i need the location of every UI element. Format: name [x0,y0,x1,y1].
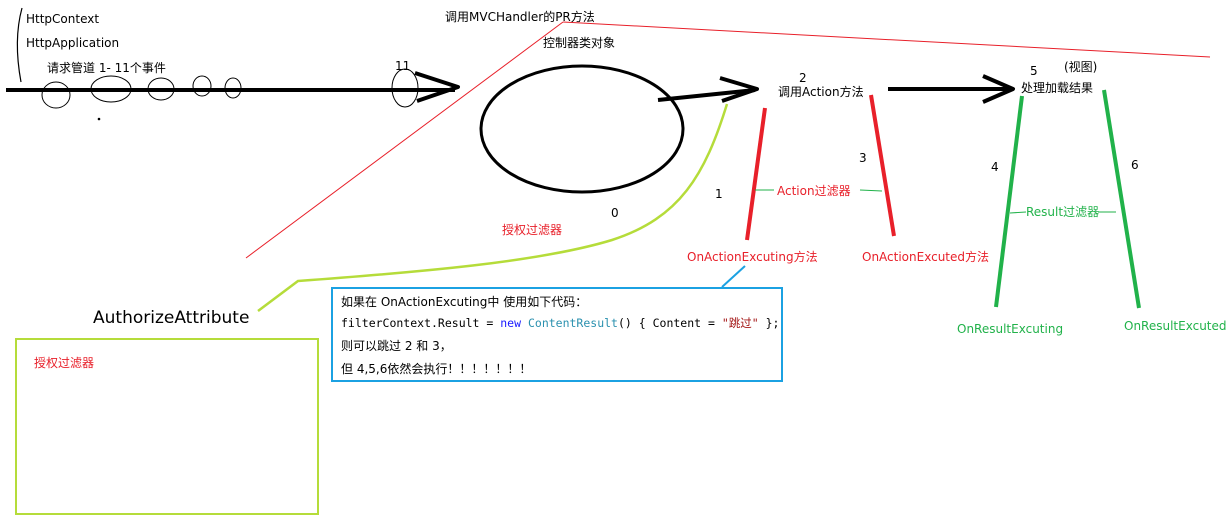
code-token-assign: filterContext.Result = [341,316,501,330]
label-http-context: HttpContext [26,12,100,26]
authorize-filter-box: 授权过滤器 [15,338,319,515]
action-to-result-arrow-head [982,74,1015,104]
label-authorize-attribute: AuthorizeAttribute [93,308,250,328]
label-step-0: 0 [611,206,619,220]
code-note-line-2: filterContext.Result = new ContentResult… [341,315,779,331]
code-token-string: "跳过" [721,316,759,330]
stray-dot [97,117,101,121]
pipeline-event-ellipse-11 [391,68,419,108]
label-step-4: 4 [991,160,999,174]
code-token-end: }; [758,316,780,330]
code-note-line-4: 但 4,5,6依然会执行！！！！！！！ [341,362,532,376]
code-note-box: 如果在 OnActionExcuting中 使用如下代码： filterCont… [331,287,783,382]
action-filter-left-leg [745,107,767,241]
label-process-result: 处理加载结果 [1021,81,1094,95]
code-note-line-3: 则可以跳过 2 和 3， [341,339,452,353]
code-token-type: ContentResult [527,316,618,330]
action-filter-connector-right [859,189,883,192]
label-on-action-executed: OnActionExcuted方法 [862,250,990,264]
result-filter-left-leg [994,95,1024,308]
left-bracket-stroke [16,7,23,83]
auth-box-label: 授权过滤器 [34,356,95,370]
label-http-application: HttpApplication [26,36,120,50]
label-result-filter: Result过滤器 [1026,205,1100,219]
label-step-2: 2 [799,71,807,85]
code-token-body: () { Content = [617,316,722,330]
controller-to-action-arrow-head [719,76,759,103]
label-action-filter: Action过滤器 [777,184,851,198]
pipeline-event-ellipse-5 [224,77,242,99]
action-filter-right-leg [869,94,896,237]
label-view: (视图) [1064,60,1098,74]
label-authorization-filter: 授权过滤器 [502,223,563,237]
label-controller-object: 控制器类对象 [543,36,616,50]
pipeline-arrow-head [414,71,460,103]
label-on-result-executed: OnResultExcuted [1124,319,1226,333]
result-filter-right-leg [1102,89,1141,309]
authorize-filter-curve [257,103,729,312]
label-call-pr: 调用MVCHandler的PR方法 [445,10,595,24]
label-on-action-executing: OnActionExcuting方法 [687,250,818,264]
red-diagonal-top [562,21,1211,58]
pipeline-event-ellipse-2 [90,75,132,103]
label-step-3: 3 [859,151,867,165]
code-note-line-1: 如果在 OnActionExcuting中 使用如下代码： [341,295,588,309]
code-token-new: new [500,316,522,330]
label-event-11: 11 [395,59,411,73]
red-diagonal-left [245,21,564,259]
label-step-1: 1 [715,187,723,201]
controller-to-action-arrow-line [657,88,756,102]
label-step-6: 6 [1131,158,1139,172]
result-filter-connector-left [1009,211,1027,214]
pipeline-event-ellipse-3 [147,77,175,101]
controller-ellipse [479,64,685,194]
code-token-space [521,316,528,330]
label-pipeline: 请求管道 1- 11个事件 [47,61,166,75]
code-box-connector [721,265,746,288]
pipeline-event-ellipse-4 [192,75,212,97]
label-step-5: 5 [1030,64,1038,78]
label-on-result-executing: OnResultExcuting [957,322,1064,336]
label-call-action: 调用Action方法 [778,85,864,99]
pipeline-event-ellipse-1 [41,81,71,109]
